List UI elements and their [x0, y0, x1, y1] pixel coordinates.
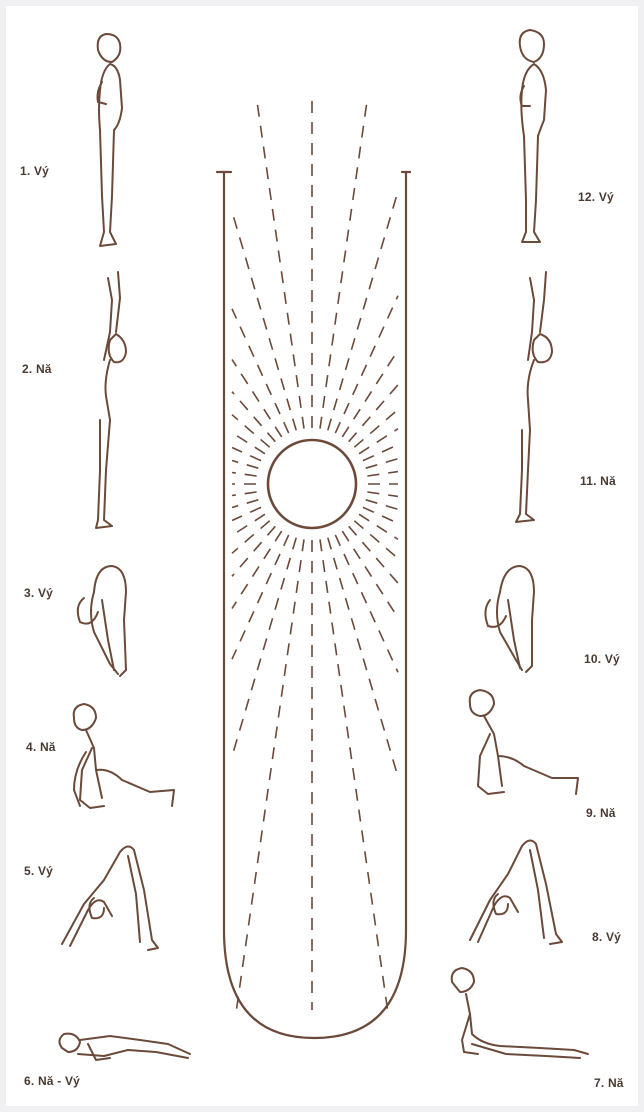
step-10-label: 10. Vý [584, 652, 620, 666]
sun-ray [354, 521, 398, 559]
figure-step-2-arms-raised-icon [96, 272, 126, 528]
sun-ray [367, 492, 398, 496]
figure-step-1-standing-prayer-icon [98, 34, 123, 246]
sun-ray [232, 309, 289, 433]
sun-ray [232, 212, 296, 431]
sun-ray [232, 521, 270, 554]
sun-ray [257, 100, 304, 429]
sun-ray [367, 472, 398, 476]
sun-ray [320, 100, 367, 429]
sun-ray [349, 385, 398, 442]
figure-step-4-low-lunge-icon [74, 704, 174, 808]
sun-ray [232, 461, 258, 469]
sun-panel [217, 172, 410, 1038]
sun-ray [320, 539, 388, 1010]
step-12-label: 12. Vý [578, 190, 614, 204]
sun-ray [349, 526, 398, 583]
step-6-label: 6. Nă - Vý [24, 1074, 80, 1088]
sun-ray [366, 459, 398, 469]
sun-ray [354, 410, 398, 448]
step-5-label: 5. Vý [24, 864, 53, 878]
figure-step-5-downward-dog-icon [62, 846, 158, 950]
sun-ray [236, 539, 304, 1010]
sun-ray [328, 191, 398, 430]
sun-ray [359, 514, 398, 539]
sun-ray [232, 492, 257, 496]
figure-step-10-forward-fold-icon [485, 566, 534, 672]
step-4-label: 4. Nă [26, 740, 56, 754]
sun-panel-outline [224, 172, 406, 1038]
sun-disc [268, 440, 356, 528]
sun-ray [232, 535, 289, 659]
figure-step-6-eight-limbed-icon [59, 1034, 190, 1060]
sun-ray [366, 500, 398, 510]
sun-ray [232, 473, 257, 477]
sun-ray [232, 415, 270, 448]
figure-step-8-downward-dog-icon [470, 840, 562, 944]
sun-ray [232, 538, 296, 757]
sun-ray [232, 448, 261, 461]
step-11-label: 11. Nă [580, 474, 616, 488]
step-1-label: 1. Vý [20, 164, 49, 178]
step-3-label: 3. Vý [24, 586, 53, 600]
sun-ray [232, 360, 282, 437]
figure-step-11-arms-raised-icon [516, 272, 552, 522]
figure-step-3-forward-fold-icon [78, 566, 126, 676]
step-8-label: 8. Vý [592, 930, 621, 944]
sun-ray [359, 429, 398, 454]
sun-rays [232, 100, 398, 1010]
sun-ray [328, 538, 398, 777]
step-7-label: 7. Nă [594, 1076, 624, 1090]
sun-ray [232, 507, 261, 520]
step-2-label: 2. Nă [22, 362, 52, 376]
figure-step-7-cobra-icon [452, 968, 588, 1058]
figure-step-12-standing-prayer-icon [520, 30, 546, 242]
step-9-label: 9. Nă [586, 806, 616, 820]
figure-step-9-low-lunge-icon [470, 690, 578, 794]
sun-ray [232, 500, 258, 508]
sun-ray [232, 531, 282, 608]
